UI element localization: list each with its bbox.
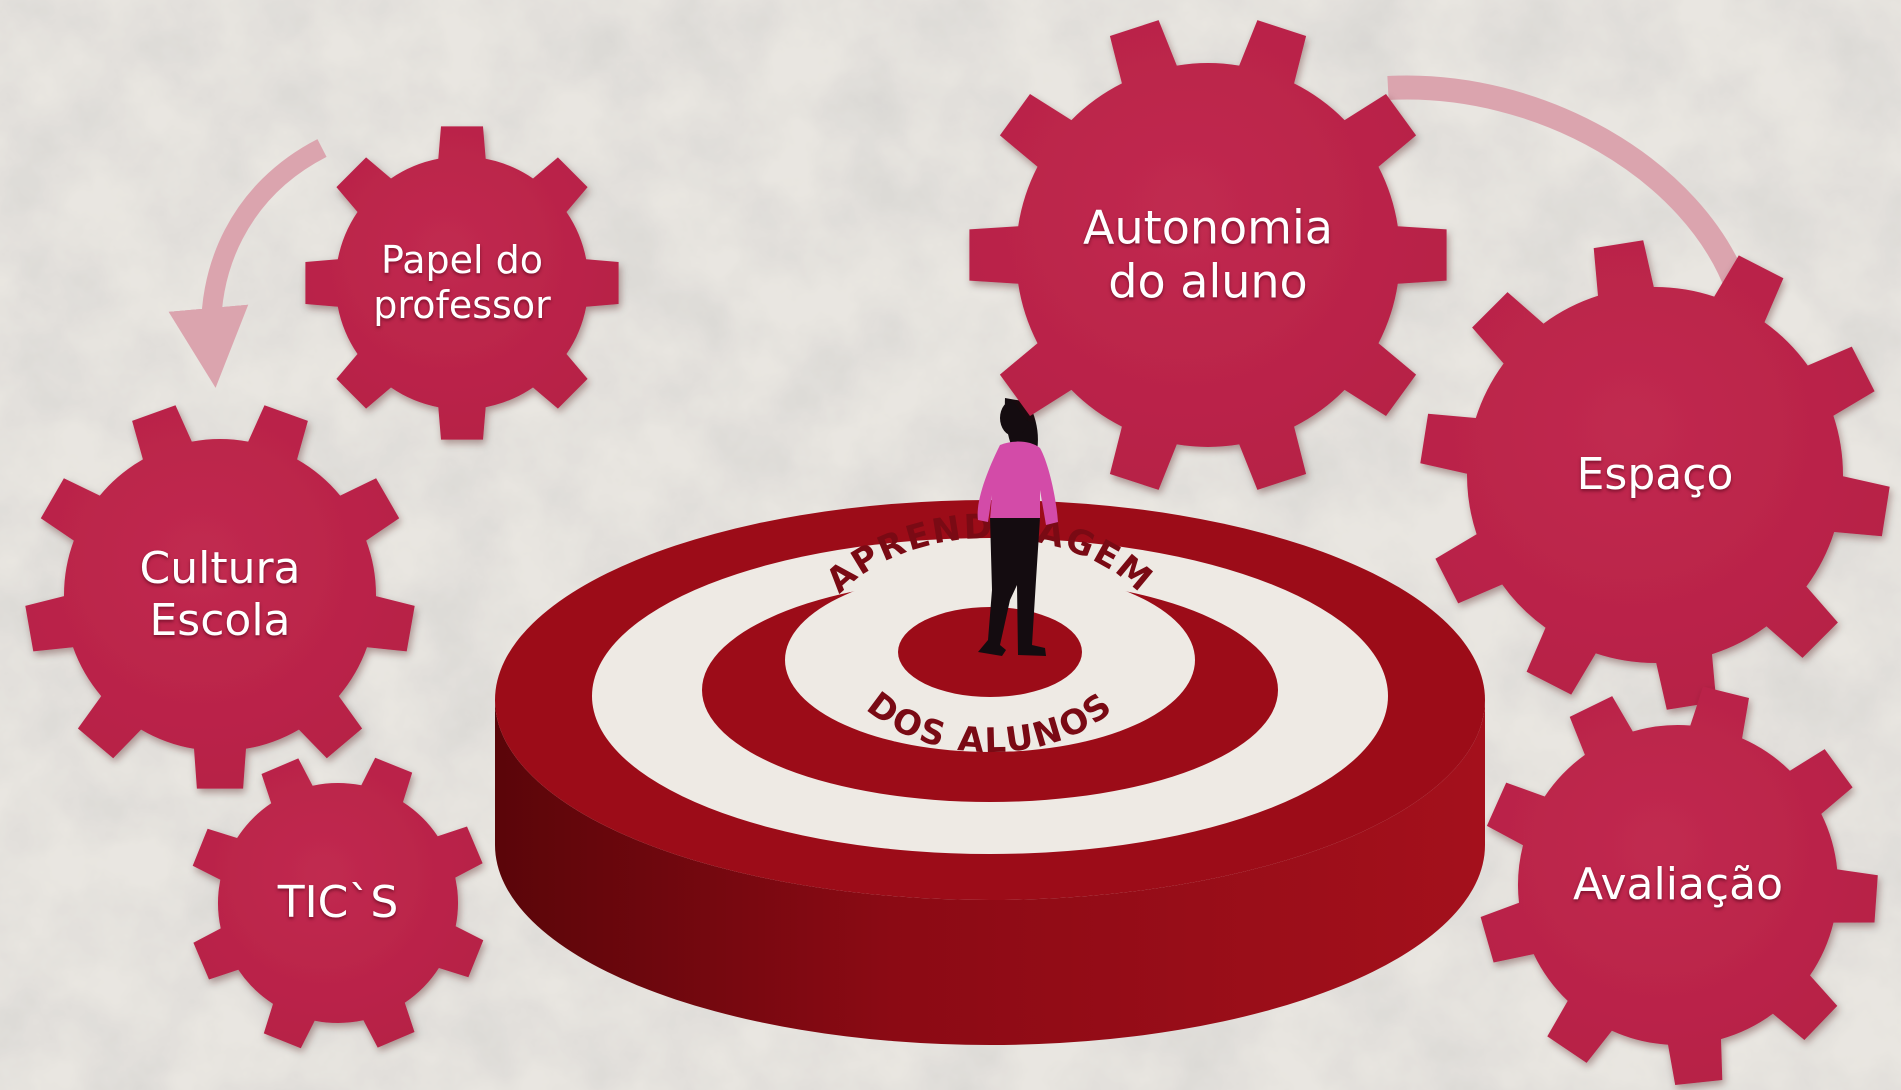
target-side-wall: [495, 700, 1485, 1045]
gear-papel: [305, 126, 619, 440]
gear-espaco: [1420, 240, 1890, 710]
curved-arrow-left: [168, 139, 327, 388]
gear-avaliacao: [1480, 686, 1878, 1085]
gear-tics: [192, 757, 484, 1049]
figure-legs: [978, 518, 1046, 656]
gear-autonomia: [969, 20, 1447, 490]
figure-torso: [977, 441, 1058, 525]
target-platform: APRENDIZAGEM DOS ALUNOS: [495, 500, 1485, 1045]
figure-head: [1000, 400, 1028, 436]
curved-arrow-right: [1387, 75, 1750, 295]
student-figure: [977, 398, 1058, 656]
gear-layer: [25, 20, 1890, 1085]
gear-cultura: [25, 405, 415, 789]
